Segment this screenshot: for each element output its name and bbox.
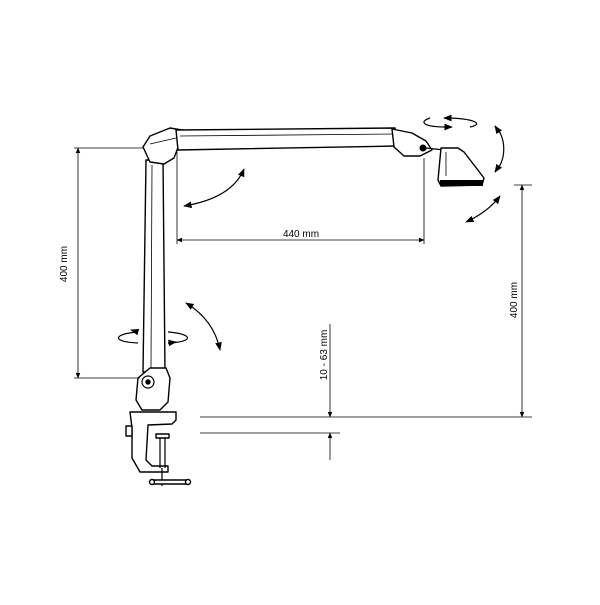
head-joint xyxy=(391,128,445,157)
lamp-head xyxy=(437,147,485,187)
lamp-column xyxy=(142,159,166,373)
column-rotation-arrow xyxy=(185,302,222,351)
arm-rotation-arrow xyxy=(183,168,245,209)
column-swivel-arrow xyxy=(117,328,189,347)
lamp-arm xyxy=(175,127,398,151)
head-joint-rotation-arrow xyxy=(465,195,501,223)
column-height-label: 400 mm xyxy=(59,246,70,282)
base-joint xyxy=(135,367,171,411)
table-clamp xyxy=(125,411,192,486)
lamp-illustration xyxy=(125,127,485,486)
head-height-dimension: 400 mm xyxy=(509,184,532,418)
head-swivel-arrow xyxy=(423,114,478,131)
arm-length-label: 440 mm xyxy=(283,229,319,240)
clamp-range-label: 10 - 63 mm xyxy=(319,330,330,381)
column-height-dimension: 400 mm xyxy=(59,147,144,379)
head-tilt-arrow xyxy=(494,125,505,173)
head-height-label: 400 mm xyxy=(509,282,520,318)
arm-length-dimension: 440 mm xyxy=(176,152,425,244)
clamp-range-dimension: 10 - 63 mm xyxy=(200,324,532,460)
